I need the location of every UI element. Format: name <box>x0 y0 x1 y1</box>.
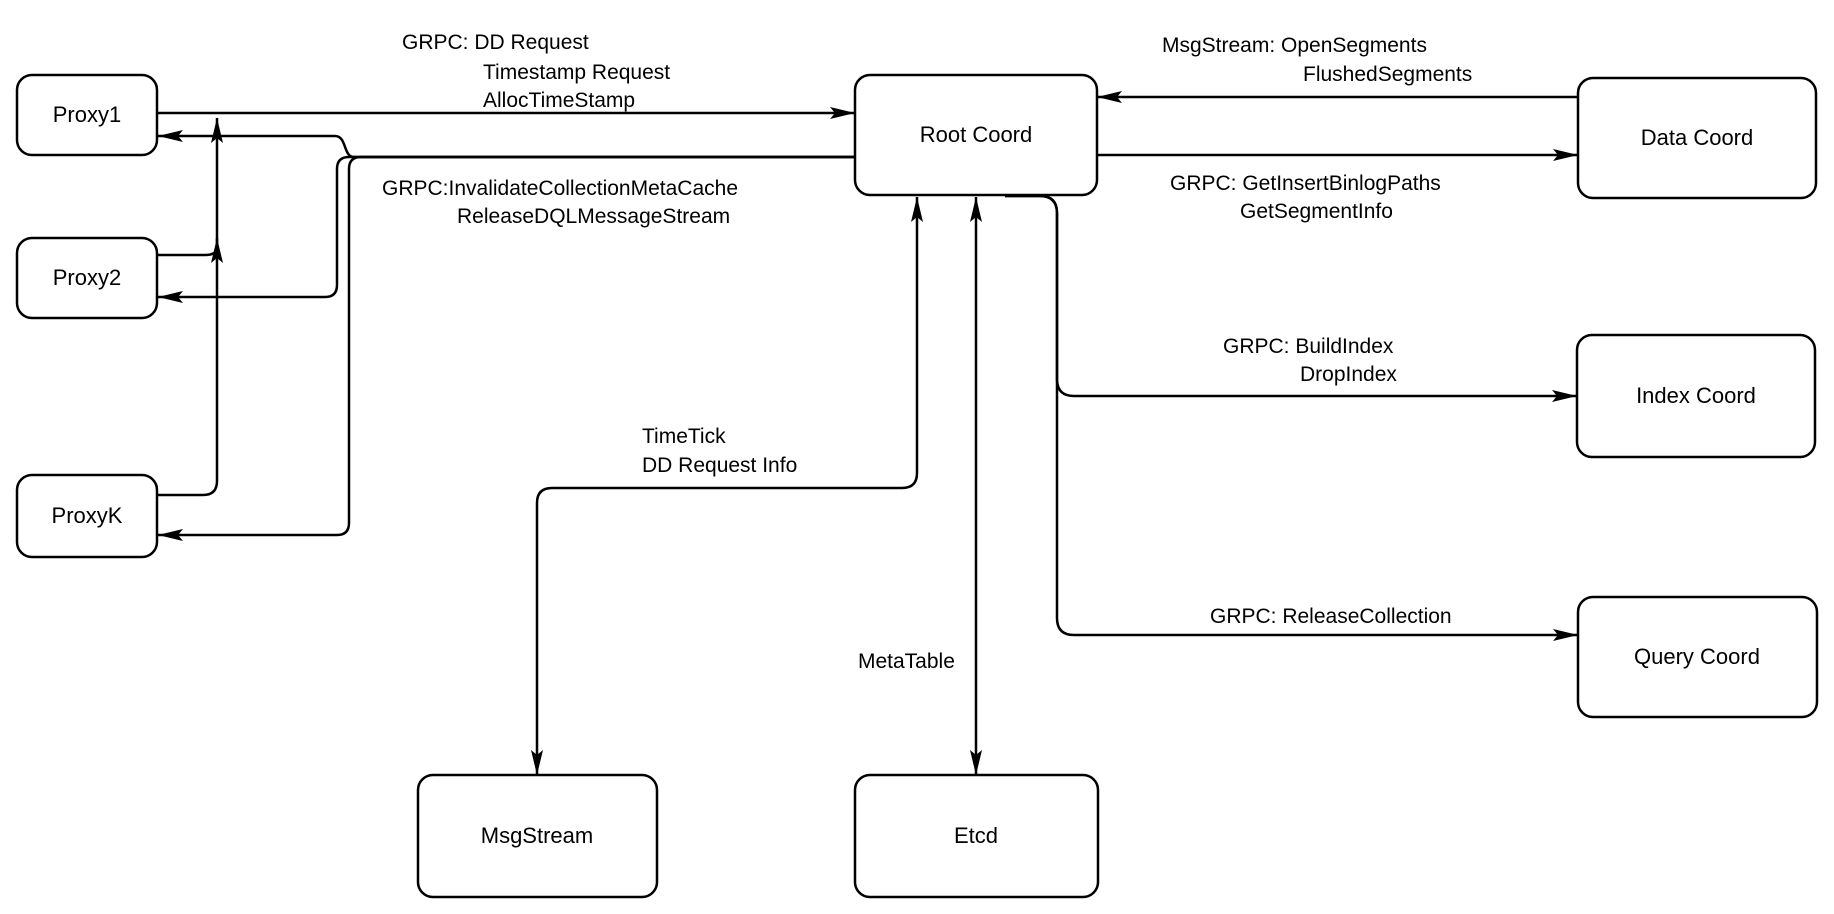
label-invalidate-line2: ReleaseDQLMessageStream <box>457 205 730 228</box>
node-root-coord: Root Coord <box>853 73 1099 197</box>
label-build-index-line2: DropIndex <box>1300 363 1397 386</box>
node-proxyk: ProxyK <box>15 473 159 559</box>
label-build-index-line1: GRPC: BuildIndex <box>1223 335 1394 358</box>
node-proxy2-label: Proxy2 <box>53 265 121 290</box>
node-query-coord-label: Query Coord <box>1634 644 1760 669</box>
node-query-coord: Query Coord <box>1576 595 1819 719</box>
node-etcd-label: Etcd <box>954 823 998 848</box>
label-timetick-line1: TimeTick <box>642 425 726 448</box>
node-proxy2-box <box>15 236 159 320</box>
node-proxy1-box <box>15 73 159 157</box>
edge-proxy2-merge-up <box>157 238 223 263</box>
label-get-insert-line1: GRPC: GetInsertBinlogPaths <box>1170 172 1441 195</box>
label-dd-request-line1: GRPC: DD Request <box>402 31 589 54</box>
edge-rootcoord-to-proxyk <box>158 155 855 541</box>
node-index-coord-box <box>1575 333 1817 459</box>
node-root-coord-box <box>853 73 1099 197</box>
edge-rootcoord-to-indexcoord <box>1005 194 1577 402</box>
label-open-segments-line2: FlushedSegments <box>1303 63 1472 86</box>
node-proxyk-box <box>15 473 159 559</box>
label-get-insert-line2: GetSegmentInfo <box>1240 200 1393 223</box>
edge-rootcoord-to-proxy1 <box>158 130 855 159</box>
label-timetick-line2: DD Request Info <box>642 454 797 477</box>
edge-labels: GRPC: DD Request Timestamp Request Alloc… <box>382 31 1472 673</box>
label-open-segments-line1: MsgStream: OpenSegments <box>1162 34 1427 57</box>
node-msgstream: MsgStream <box>416 773 659 899</box>
edge-rootcoord-to-querycoord <box>1005 194 1578 641</box>
label-invalidate-line1: GRPC:InvalidateCollectionMetaCache <box>382 177 738 200</box>
node-index-coord: Index Coord <box>1575 333 1817 459</box>
node-root-coord-label: Root Coord <box>920 122 1033 147</box>
node-msgstream-box <box>416 773 659 899</box>
node-query-coord-box <box>1576 595 1819 719</box>
node-data-coord: Data Coord <box>1576 76 1818 200</box>
node-data-coord-box <box>1576 76 1818 200</box>
edge-rootcoord-to-proxy2 <box>158 155 855 303</box>
label-dd-request-line3: AllocTimeStamp <box>483 89 635 112</box>
label-dd-request-line2: Timestamp Request <box>483 61 670 84</box>
label-metatable: MetaTable <box>858 650 955 673</box>
node-etcd: Etcd <box>853 773 1100 899</box>
node-etcd-box <box>853 773 1100 899</box>
edges <box>157 91 1578 775</box>
edge-rootcoord-msgstream <box>531 197 923 775</box>
label-release-collection: GRPC: ReleaseCollection <box>1210 605 1452 628</box>
node-proxy2: Proxy2 <box>15 236 159 320</box>
node-index-coord-label: Index Coord <box>1636 383 1756 408</box>
node-msgstream-label: MsgStream <box>481 823 593 848</box>
node-proxy1-label: Proxy1 <box>53 102 121 127</box>
edge-proxyk-merge-up <box>157 118 223 497</box>
node-proxy1: Proxy1 <box>15 73 159 157</box>
node-proxyk-label: ProxyK <box>52 503 123 528</box>
node-data-coord-label: Data Coord <box>1641 125 1754 150</box>
